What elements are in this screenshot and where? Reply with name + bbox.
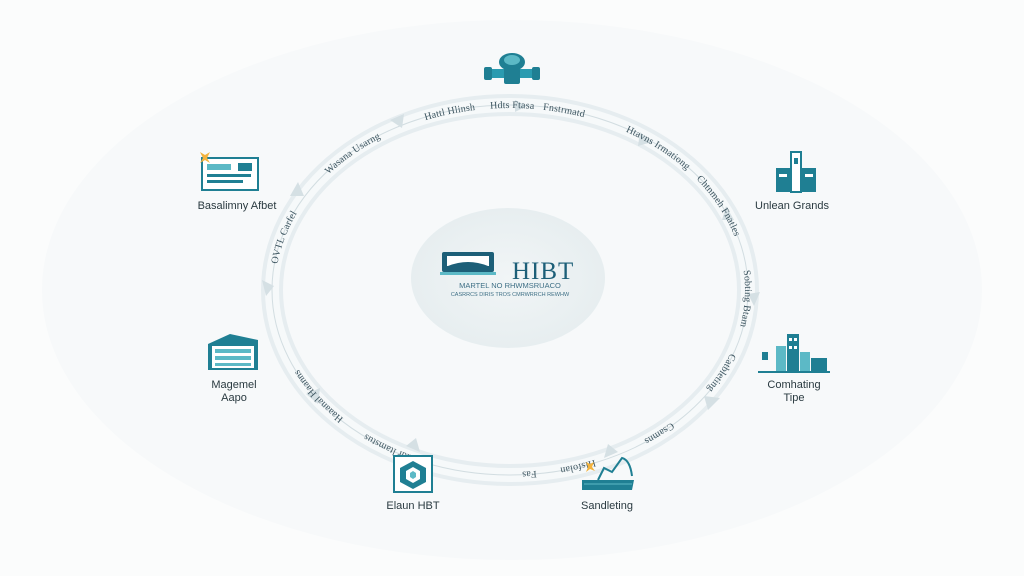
node-label-bottom-right: Sandleting [557, 500, 657, 513]
node-label-lower-right: Comhating Tipe [744, 379, 844, 405]
dashboard-panel-icon[interactable] [200, 152, 259, 191]
gear-pipe-icon[interactable] [484, 53, 540, 84]
arrow-head [604, 444, 618, 458]
node-bottom-right-text: Sandleting [581, 500, 633, 512]
node-label-lower-left: Magemel Aapo [184, 379, 284, 405]
hub-subtitle-1: MARTEL NO RHWMSRUACO [459, 281, 561, 290]
ring-label: Fas [522, 468, 537, 480]
node-upper-left-text: Basalimny Afbet [197, 200, 277, 212]
arrow-head [704, 396, 720, 410]
hub-subtitle-2: CASRRCS DIRIS TROS CMRWRRCH REWHW [450, 292, 570, 298]
hub-ellipse [411, 208, 605, 348]
node-label-upper-right: Unlean Grands [742, 200, 842, 213]
ring-arrows [262, 100, 760, 458]
node-lower-left-line-2: Aapo [221, 392, 247, 404]
hexagon-shield-icon[interactable] [393, 455, 433, 493]
node-label-upper-left: Basalimny Afbet [182, 200, 292, 213]
arrow-head [638, 132, 652, 146]
node-bottom-left-text: Elaun HBT [386, 500, 440, 512]
ring-label: Hdts Ftasa [490, 100, 535, 112]
node-lower-right-line-2: Tipe [783, 392, 805, 404]
building-book-icon [440, 252, 496, 275]
node-label-bottom-left: Elaun HBT [363, 500, 463, 513]
node-lower-right-line-1: Comhating [767, 379, 821, 391]
arrow-head [390, 114, 404, 128]
arrow-head [722, 206, 734, 220]
center-hub[interactable] [411, 208, 605, 348]
arrow-head [748, 292, 760, 306]
office-building-icon[interactable] [208, 334, 258, 370]
node-lower-left-line-1: Magemel [211, 379, 257, 391]
node-upper-right-text: Unlean Grands [755, 200, 829, 212]
hub-title: HIBT [512, 258, 575, 285]
city-factory-icon[interactable] [758, 334, 830, 373]
arrow-head [290, 182, 304, 196]
arrow-head [262, 280, 274, 296]
arrow-head [406, 438, 420, 452]
storage-tower-icon[interactable] [776, 151, 816, 193]
arrow-head [306, 388, 320, 404]
arrow-head [515, 100, 527, 112]
transaction-chart-icon[interactable] [582, 456, 634, 490]
